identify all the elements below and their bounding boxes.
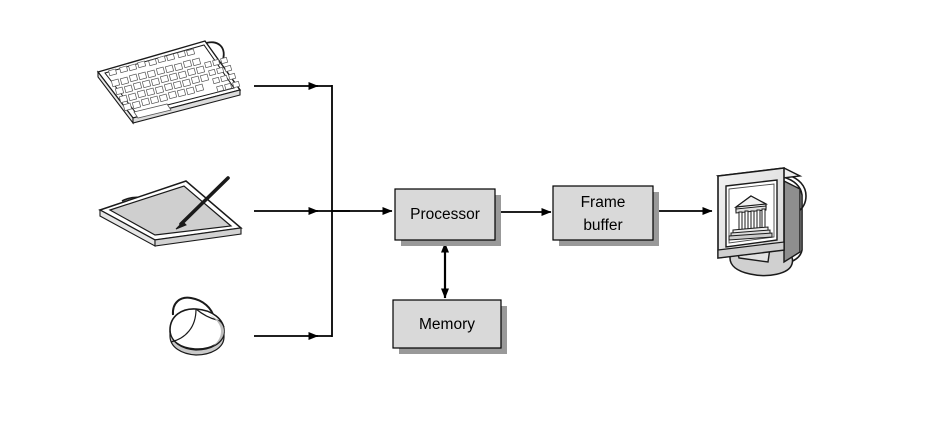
processor-box bbox=[394, 188, 496, 241]
connection-lines bbox=[254, 82, 713, 340]
frame-buffer-label-line1: Frame bbox=[581, 194, 626, 211]
frame-buffer-label-line2: buffer bbox=[583, 217, 622, 234]
monitor-icon bbox=[715, 167, 807, 277]
frame-buffer-node: Frame buffer bbox=[552, 185, 659, 246]
graphics-tablet-icon bbox=[98, 176, 243, 247]
temple-screen-image bbox=[728, 195, 773, 241]
processor-label: Processor bbox=[410, 206, 480, 223]
mouse-icon bbox=[169, 296, 225, 356]
processor-node: Processor bbox=[394, 188, 501, 246]
memory-label: Memory bbox=[419, 316, 475, 333]
memory-box bbox=[392, 299, 502, 349]
frame-buffer-box bbox=[552, 185, 654, 241]
memory-node: Memory bbox=[392, 299, 507, 354]
keyboard-icon bbox=[96, 40, 242, 125]
